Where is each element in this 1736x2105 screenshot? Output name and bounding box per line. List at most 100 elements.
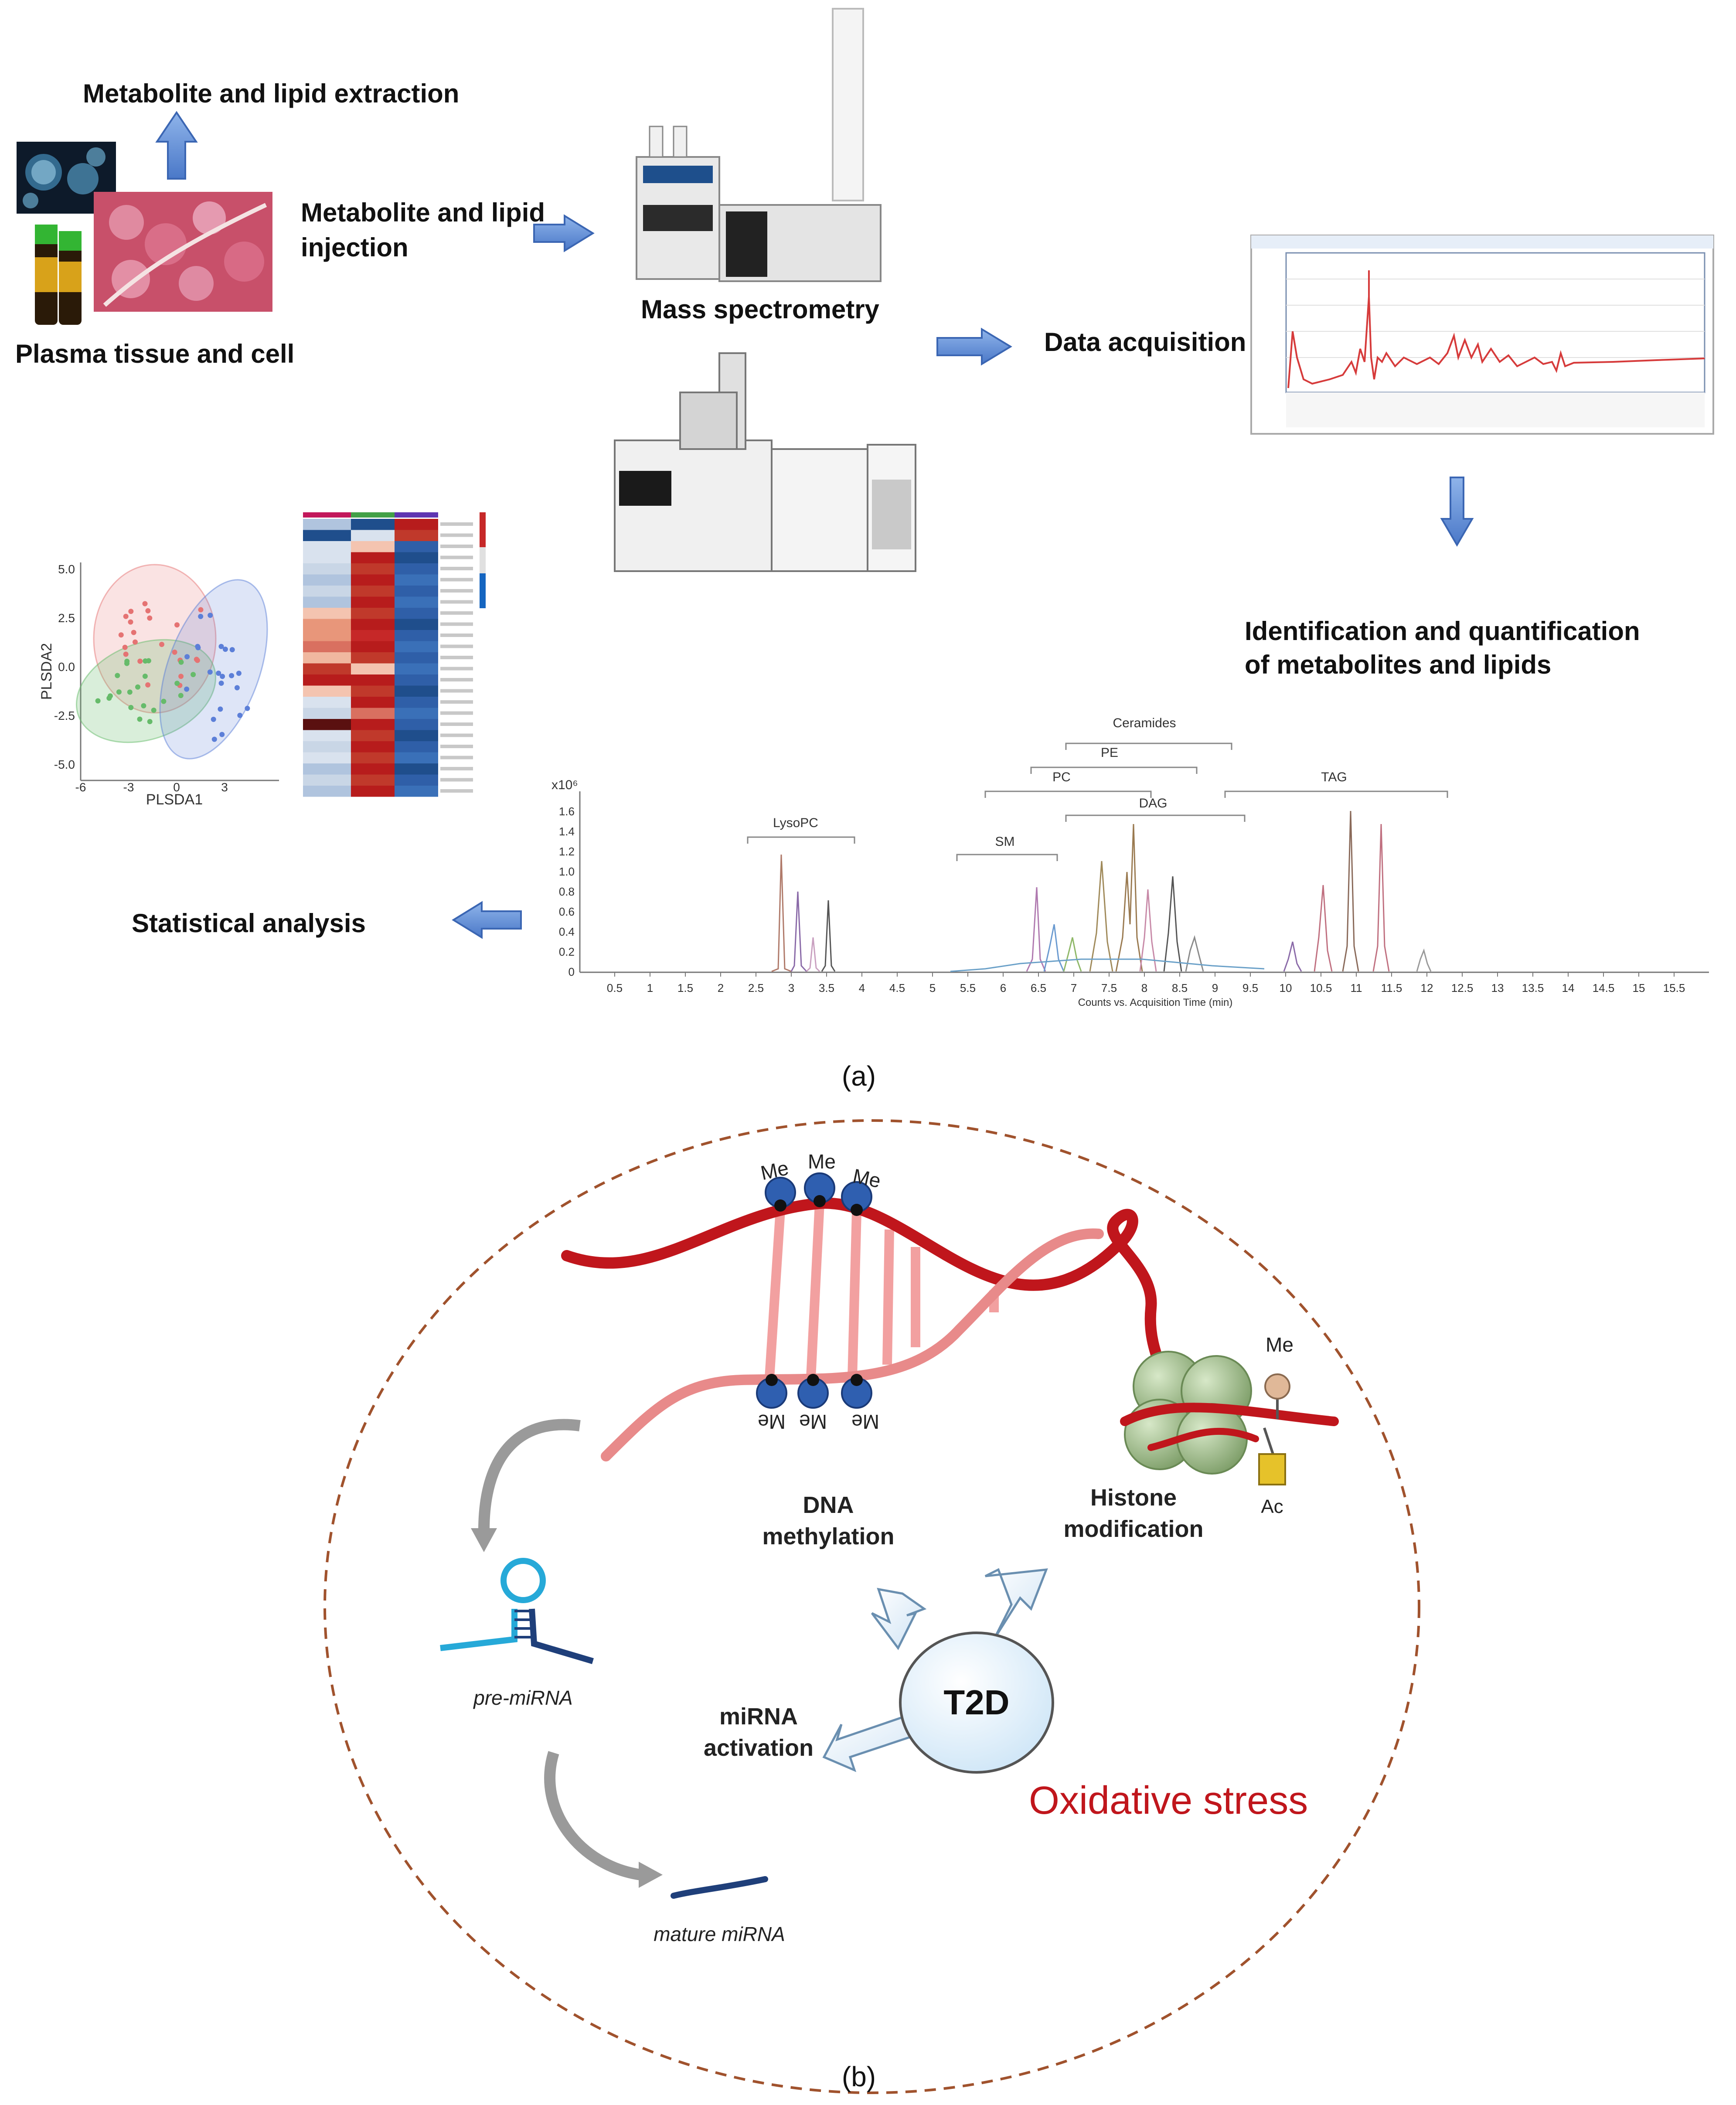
heatmap-cell — [303, 586, 351, 597]
heatmap-row-label-placeholder — [440, 522, 473, 526]
plsda-point — [159, 642, 164, 647]
chromatogram-x-tick: 3 — [788, 981, 794, 995]
plsda-point — [245, 705, 250, 711]
heatmap-cell — [303, 530, 351, 541]
heatmap-row-label-placeholder — [440, 589, 473, 593]
plsda-y-tick: 5.0 — [58, 562, 75, 576]
plsda-point — [142, 601, 148, 606]
heatmap-cell — [395, 519, 438, 530]
plsda-point — [211, 716, 216, 722]
plsda-point — [151, 708, 157, 713]
heatmap-cell — [351, 608, 395, 619]
heatmap-row-label-placeholder — [440, 767, 473, 770]
sample-label: Plasma tissue and cell — [15, 339, 294, 368]
curved-arrow-icon — [471, 1419, 581, 1552]
chromatogram-x-tick: 2.5 — [748, 981, 764, 995]
plsda-point — [131, 630, 136, 635]
chromatogram-x-tick: 8.5 — [1172, 981, 1188, 995]
heatmap-row-label-placeholder — [440, 611, 473, 615]
plsda-point — [237, 712, 243, 718]
heatmap-cell — [303, 563, 351, 575]
chromatogram-x-tick: 6.5 — [1031, 981, 1046, 995]
heatmap-cell — [303, 786, 351, 797]
heatmap-cell — [395, 697, 438, 708]
chromatogram-y-tick: 1.4 — [559, 825, 575, 838]
caption-a: (a) — [842, 1060, 876, 1092]
plsda-point — [218, 644, 224, 649]
chromatogram-exponent: x10⁶ — [551, 778, 578, 792]
chromatogram-x-tick: 7.5 — [1101, 981, 1117, 995]
heatmap-row-label-placeholder — [440, 555, 473, 559]
chromatogram-x-tick: 7 — [1071, 981, 1077, 995]
class-tag: TAG — [1321, 770, 1347, 784]
chromatogram-y-tick: 1.2 — [559, 845, 575, 858]
heatmap-cell — [303, 541, 351, 552]
heatmap-row-label-placeholder — [440, 678, 473, 681]
heatmap-cell — [351, 552, 395, 563]
heatmap-cell — [351, 563, 395, 575]
curved-arrow-icon — [544, 1751, 663, 1888]
heatmap-row-label-placeholder — [440, 745, 473, 748]
plsda-point — [161, 698, 167, 704]
plsda-point — [122, 644, 128, 650]
chromatogram-y-tick: 1.0 — [559, 865, 575, 878]
plsda-point — [145, 608, 151, 613]
plsda-point — [137, 658, 143, 664]
chromatogram-x-tick: 14 — [1562, 981, 1575, 995]
heatmap-cell — [395, 719, 438, 730]
plsda-point — [194, 657, 200, 663]
heatmap-row-label-placeholder — [440, 545, 473, 548]
heatmap-cell — [351, 586, 395, 597]
heatmap-cell — [395, 596, 438, 608]
heatmap-cell — [351, 541, 395, 552]
histone-label-2: modification — [1064, 1516, 1204, 1542]
plsda-point — [219, 732, 225, 737]
plsda-point — [198, 607, 204, 613]
heatmap-row-label-placeholder — [440, 634, 473, 637]
chromatogram-x-tick: 2 — [718, 981, 724, 995]
heatmap-cell — [395, 763, 438, 775]
plsda-point — [115, 673, 120, 678]
plsda-point — [234, 685, 240, 691]
plsda-point — [147, 615, 153, 621]
heatmap-cell — [395, 608, 438, 619]
heatmap-row-label-placeholder — [440, 778, 473, 782]
class-pe: PE — [1101, 746, 1118, 760]
chromatogram-x-tick: 15.5 — [1663, 981, 1685, 995]
histone-label-1: Histone — [1090, 1485, 1177, 1511]
class-lysopc: LysoPC — [773, 816, 818, 830]
up-arrow-icon — [155, 111, 198, 180]
methyl-groups-top: Me Me Me — [759, 1150, 883, 1216]
heatmap-cell — [303, 574, 351, 586]
heatmap-cell — [395, 641, 438, 652]
heatmap-cell — [395, 663, 438, 674]
chromatogram-y-tick: 0.2 — [559, 945, 575, 958]
t2d-label: T2D — [943, 1683, 1009, 1722]
identification-label-1: Identification and quantification — [1245, 617, 1640, 646]
t2d-node: T2D — [899, 1632, 1054, 1774]
lc-ms-instrument-image — [636, 8, 882, 282]
identification-label-2: of metabolites and lipids — [1245, 650, 1551, 679]
heatmap-row-label-placeholder — [440, 667, 473, 671]
heatmap-cell — [303, 752, 351, 763]
heatmap-row-label-placeholder — [440, 756, 473, 760]
plsda-y-tick: -5.0 — [54, 758, 75, 771]
heatmap-cell — [351, 619, 395, 630]
heatmap-row-label-placeholder — [440, 733, 473, 737]
mirna-activation-label-2: activation — [704, 1735, 814, 1761]
heatmap-cell — [303, 685, 351, 697]
heatmap-cell — [303, 519, 351, 530]
heatmap-cell — [351, 519, 395, 530]
plsda-point — [172, 649, 177, 655]
chromatogram-x-tick: 8 — [1141, 981, 1147, 995]
plsda-point — [178, 674, 184, 679]
heatmap-cell — [395, 774, 438, 786]
heatmap-cell — [351, 719, 395, 730]
caption-b: (b) — [842, 2061, 876, 2092]
heatmap-cell — [303, 741, 351, 753]
chromatogram-x-tick: 10.5 — [1310, 981, 1332, 995]
plsda-x-tick: -6 — [75, 780, 86, 794]
plsda-x-tick: 0 — [173, 780, 180, 794]
